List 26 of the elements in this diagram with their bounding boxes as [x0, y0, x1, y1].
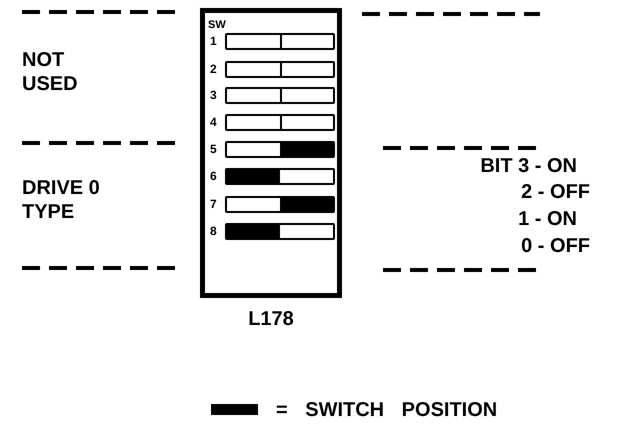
switch-toggle [225, 223, 335, 240]
switch-toggle [225, 87, 335, 104]
switch-number: 2 [210, 62, 217, 76]
switch-toggle [225, 168, 335, 185]
switch-number: 3 [210, 88, 217, 102]
bit-setting: 0 - OFF [521, 234, 590, 258]
switch-number: 7 [210, 197, 217, 211]
switch-toggle [225, 61, 335, 78]
switch-number: 4 [210, 115, 217, 129]
switch-toggle [225, 114, 335, 131]
switch-number: 5 [210, 142, 217, 156]
bit-setting: 1 - ON [518, 207, 577, 231]
switch-toggle [225, 33, 335, 50]
switch-number: 1 [210, 34, 217, 48]
part-number: L178 [247, 308, 295, 330]
bit-setting: 2 - OFF [521, 180, 590, 204]
switch-heading: SW [208, 19, 226, 31]
switch-toggle [225, 141, 335, 158]
section-label: DRIVE 0 TYPE [22, 176, 101, 224]
section-label: NOT USED [22, 48, 79, 96]
switch-number: 8 [210, 224, 217, 238]
switch-number: 6 [210, 169, 217, 183]
switch-toggle [225, 196, 335, 213]
switch-block [200, 8, 342, 298]
bit-setting: BIT 3 - ON [480, 154, 577, 178]
legend-text: = SWITCH POSITION [276, 398, 498, 422]
